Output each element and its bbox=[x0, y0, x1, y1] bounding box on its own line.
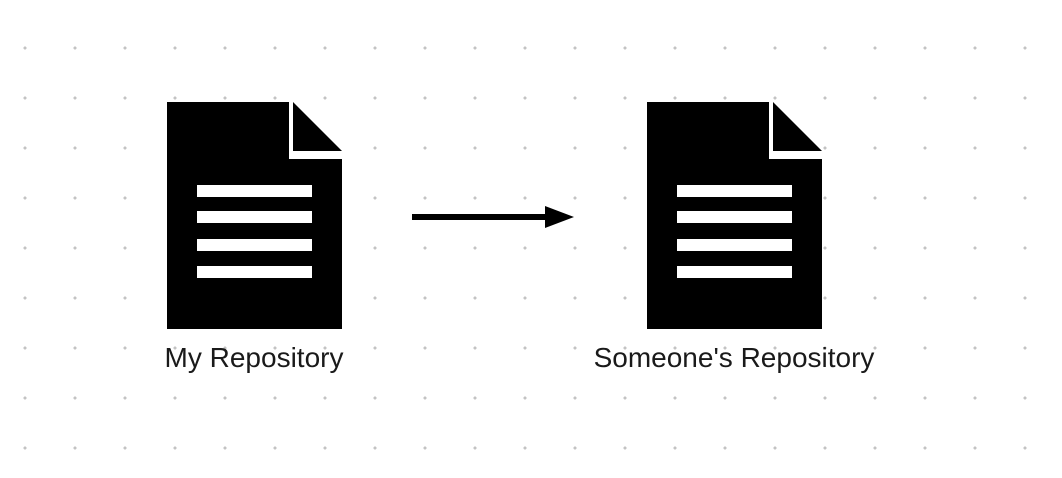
node-someones-repository[interactable]: Someone's Repository bbox=[594, 102, 874, 374]
arrow-right-icon bbox=[412, 206, 574, 228]
node-my-repository[interactable]: My Repository bbox=[134, 102, 374, 374]
node-label-someones-repository: Someone's Repository bbox=[593, 342, 875, 373]
document-icon bbox=[646, 102, 822, 329]
node-label-my-repository: My Repository bbox=[164, 342, 344, 373]
document-icon bbox=[166, 102, 342, 329]
